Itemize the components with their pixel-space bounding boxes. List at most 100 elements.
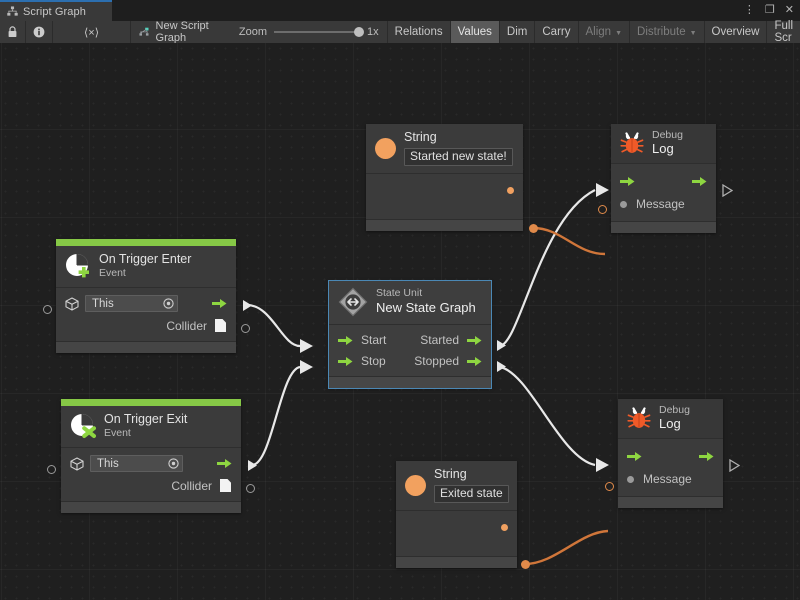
target-input-connector-exit[interactable] (47, 465, 56, 474)
node-string-bottom[interactable]: String Exited state (396, 461, 517, 569)
target-input-connector-enter[interactable] (43, 305, 52, 314)
toolbar-item-dim[interactable]: Dim (498, 21, 534, 43)
node-header: Debug Log (611, 124, 716, 165)
graph-name-label: New Script Graph (155, 20, 209, 44)
port-row-start: Start Started (338, 331, 482, 349)
flow-output-connector-enter[interactable] (242, 299, 253, 312)
port-row-stop: Stop Stopped (338, 352, 482, 370)
lock-button[interactable] (0, 21, 26, 43)
node-subtitle: Debug (659, 404, 690, 416)
maximize-icon[interactable]: ❐ (764, 4, 775, 16)
port-label-started: Started (420, 333, 459, 347)
tab-script-graph[interactable]: Script Graph (0, 0, 112, 21)
zoom-slider-knob[interactable] (354, 27, 365, 37)
flow-output-arrow-icon[interactable] (212, 298, 227, 309)
zoom-slider[interactable] (274, 27, 365, 37)
toolbar-item-align[interactable]: Align ▼ (577, 21, 630, 43)
string-output-connector-bottom[interactable] (521, 560, 530, 569)
string-output-connector-top[interactable] (529, 224, 538, 233)
message-port-label: Message (636, 197, 685, 212)
node-string-top[interactable]: String Started new state! (366, 124, 523, 232)
stopped-output-connector[interactable] (496, 360, 507, 373)
node-debug-log-bottom[interactable]: Debug Log Message (618, 399, 723, 509)
target-dropdown[interactable]: This (90, 455, 183, 473)
message-port-row: Message (620, 195, 707, 213)
bug-icon (627, 407, 651, 428)
collider-output-connector-enter[interactable] (241, 324, 250, 333)
node-body: This Collider (56, 287, 236, 341)
collider-row: Collider (70, 477, 232, 495)
graph-canvas[interactable]: String Started new state! (0, 43, 800, 600)
node-header: On Trigger Exit Event (61, 406, 241, 448)
node-body: This Collider (61, 447, 241, 501)
node-subtitle: Event (99, 267, 126, 279)
close-icon[interactable]: ✕ (784, 4, 794, 16)
toolbar-item-distribute[interactable]: Distribute ▼ (629, 21, 704, 43)
flow-input-arrow-icon[interactable] (338, 335, 353, 346)
string-value-field-wrap[interactable]: Exited state (434, 484, 509, 504)
node-on-trigger-enter[interactable]: On Trigger Enter Event This (56, 239, 236, 353)
object-picker-icon[interactable] (168, 458, 179, 469)
flow-output-arrow-icon[interactable] (467, 356, 482, 367)
node-state-unit[interactable]: State Unit New State Graph Start Started (328, 280, 492, 389)
collider-port-label: Collider (171, 478, 212, 493)
message-input-connector-bottom[interactable] (605, 482, 614, 491)
node-on-trigger-exit[interactable]: On Trigger Exit Event This (61, 399, 241, 513)
zoom-control[interactable]: Zoom 1x (231, 21, 387, 43)
string-output-port[interactable] (501, 524, 508, 532)
state-unit-diamond-icon (338, 287, 368, 317)
code-view-button[interactable]: ⟨×⟩ (53, 21, 131, 43)
node-footer (329, 376, 491, 388)
toolbar-item-overview[interactable]: Overview (703, 21, 767, 43)
string-value-field[interactable]: Started new state! (404, 148, 513, 167)
port-label-stopped: Stopped (414, 354, 459, 368)
toolbar-item-label: Carry (542, 26, 571, 38)
flow-output-connector-bottom[interactable] (729, 459, 740, 472)
node-body: Message (618, 439, 723, 497)
zoom-label: Zoom (238, 26, 268, 38)
flow-input-arrow-icon[interactable] (627, 451, 642, 462)
graph-icon (7, 6, 18, 16)
flow-output-arrow-icon[interactable] (692, 176, 707, 187)
gameobject-cube-icon (65, 297, 79, 311)
toolbar-item-label: Values (457, 26, 492, 38)
node-title-group: String Exited state (434, 467, 509, 504)
event-accent-bar (56, 239, 236, 246)
flow-output-connector-exit[interactable] (247, 459, 258, 472)
info-icon (33, 26, 45, 38)
toolbar-item-values[interactable]: Values (449, 21, 499, 43)
string-value-field-wrap[interactable]: Started new state! (404, 147, 513, 167)
node-subtitle: State Unit (376, 287, 423, 300)
flow-port-row (627, 447, 714, 465)
flow-output-arrow-icon[interactable] (467, 335, 482, 346)
flow-output-arrow-icon[interactable] (699, 451, 714, 462)
string-value-field[interactable]: Exited state (434, 485, 509, 504)
graph-name-field[interactable]: New Script Graph (131, 20, 231, 44)
flow-output-arrow-icon[interactable] (217, 458, 232, 469)
node-subtitle: Debug (652, 129, 683, 141)
object-picker-icon[interactable] (163, 298, 174, 309)
script-graph-icon (139, 27, 149, 36)
message-input-port[interactable] (620, 200, 627, 208)
node-debug-log-top[interactable]: Debug Log Message (611, 124, 716, 234)
code-icon: ⟨×⟩ (83, 26, 99, 39)
chevron-down-icon: ▼ (615, 29, 623, 37)
toolbar-item-relations[interactable]: Relations (386, 21, 450, 43)
started-output-connector[interactable] (496, 339, 507, 352)
flow-input-arrow-icon[interactable] (620, 176, 635, 187)
collider-output-connector-exit[interactable] (246, 484, 255, 493)
toolbar-item-carry[interactable]: Carry (534, 21, 577, 43)
message-input-connector-top[interactable] (598, 205, 607, 214)
message-input-port[interactable] (627, 475, 634, 483)
node-footer (396, 556, 517, 569)
info-button[interactable] (26, 21, 53, 43)
node-title: New State Graph (376, 300, 476, 316)
window-menu-icon[interactable]: ⋮ (743, 4, 755, 16)
toolbar-item-label: Relations (394, 26, 443, 38)
toolbar-item-fullscreen[interactable]: Full Scr (766, 20, 800, 44)
flow-output-connector-top[interactable] (722, 184, 733, 197)
title-bar: Script Graph ⋮ ❐ ✕ (0, 0, 800, 21)
target-dropdown[interactable]: This (85, 295, 178, 313)
flow-input-arrow-icon[interactable] (338, 356, 353, 367)
string-output-port[interactable] (507, 187, 514, 195)
